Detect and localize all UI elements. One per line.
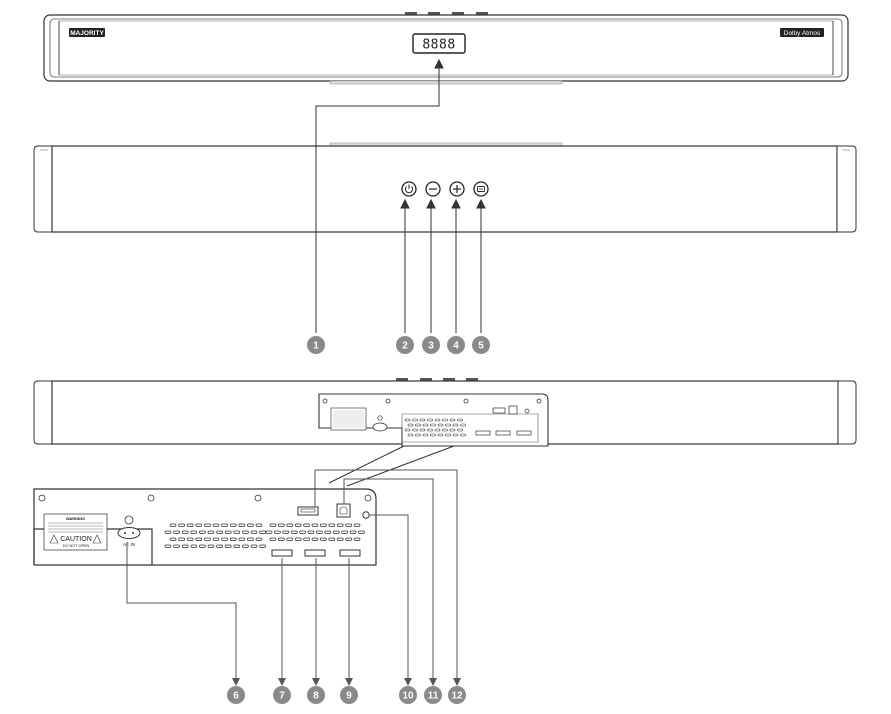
hdmi-port-1[interactable] [271, 549, 293, 557]
callout-number: 11 [428, 691, 439, 702]
callout-number: 5 [478, 341, 484, 352]
callout-circle [396, 336, 414, 354]
callout-number: 3 [428, 341, 434, 352]
aux-port[interactable] [362, 511, 370, 519]
rear-leaders [126, 469, 458, 682]
ac-in-port[interactable] [117, 515, 141, 539]
callout-circle [273, 686, 291, 704]
plus-icon [453, 185, 461, 193]
caution-text: CAUTION [60, 536, 92, 543]
callout-8: 8 [307, 686, 325, 704]
dolby-logo: Dolby Atmos [784, 30, 821, 37]
callout-circle [447, 336, 465, 354]
callout-circle [424, 686, 442, 704]
callout-circle [399, 686, 417, 704]
callout-4: 4 [447, 336, 465, 354]
led-display: 8888 [422, 38, 455, 53]
callout-number: 7 [279, 691, 285, 702]
callout-number: 6 [233, 691, 239, 702]
callout-12: 12 [448, 686, 466, 704]
rear-panel-detail: WARNING CAUTION DO NOT OPEN AC IN [33, 488, 377, 566]
callout-number: 4 [453, 341, 459, 352]
callout-6: 6 [227, 686, 245, 704]
callout-1: 1 [307, 336, 325, 354]
callout-circle [422, 336, 440, 354]
hdmi-port-2[interactable] [304, 549, 326, 557]
brand-logo: MAJORITY [70, 30, 104, 37]
callout-number: 8 [313, 691, 319, 702]
power-button[interactable] [401, 181, 417, 197]
callout-7: 7 [273, 686, 291, 704]
front-view-bar: MAJORITY 8888 Dolby Atmos [43, 12, 849, 85]
rear-view-bar [33, 378, 857, 447]
callout-circle [307, 686, 325, 704]
callout-11: 11 [424, 686, 442, 704]
callout-2: 2 [396, 336, 414, 354]
callout-circle [472, 336, 490, 354]
callout-5: 5 [472, 336, 490, 354]
callout-circle [307, 336, 325, 354]
callout-circle [448, 686, 466, 704]
source-icon [477, 186, 485, 192]
rear-arrowheads [232, 678, 461, 686]
warning-title: WARNING [66, 516, 85, 521]
hdmi-port-3[interactable] [339, 549, 361, 557]
callout-circle [227, 686, 245, 704]
callout-circle [340, 686, 358, 704]
callout-number: 10 [402, 691, 414, 702]
callout-9: 9 [340, 686, 358, 704]
zoom-lines [328, 445, 455, 487]
control-view-bar [33, 142, 857, 333]
callout-3: 3 [422, 336, 440, 354]
callout-10: 10 [399, 686, 417, 704]
usb-port[interactable] [297, 506, 319, 516]
power-icon [404, 184, 414, 194]
caution-sub: DO NOT OPEN [63, 544, 90, 548]
optical-port[interactable] [336, 503, 351, 518]
callout-number: 1 [313, 341, 319, 352]
source-button[interactable] [473, 181, 489, 197]
volume-up-button[interactable] [449, 181, 465, 197]
ac-in-label: AC IN [123, 542, 135, 547]
callout-number: 9 [346, 691, 352, 702]
callout-number: 2 [402, 341, 408, 352]
volume-down-button[interactable] [425, 181, 441, 197]
callout-number: 12 [451, 691, 463, 702]
leader-1 [315, 58, 444, 333]
